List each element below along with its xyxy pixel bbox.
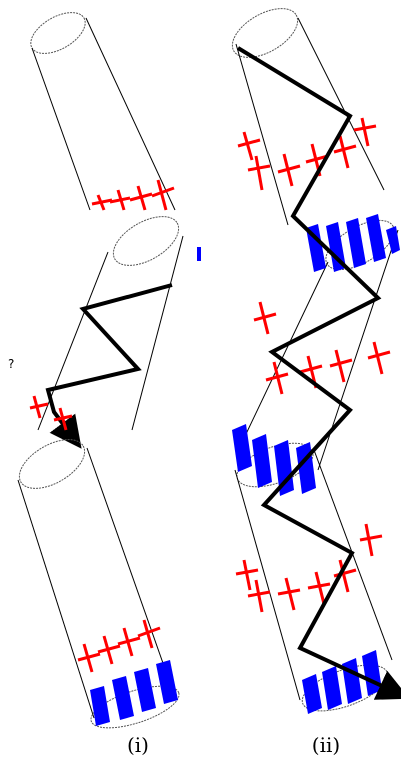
cylinder-top-ellipse bbox=[18, 439, 86, 489]
cylinder-top-ellipse bbox=[231, 8, 299, 58]
red-cross-group bbox=[91, 179, 175, 211]
red-cross-group bbox=[235, 117, 391, 613]
red-cross-group bbox=[29, 395, 73, 431]
red-cross-group bbox=[77, 619, 161, 673]
cylinder-edge-right bbox=[85, 17, 176, 211]
cylinder-edge-right bbox=[131, 235, 184, 431]
panel-i-top bbox=[30, 12, 176, 211]
cylinder-edge bbox=[234, 469, 301, 701]
zigzag-path bbox=[236, 46, 401, 700]
panel-ii bbox=[231, 8, 401, 714]
cylinder-edge-right bbox=[86, 447, 177, 701]
cylinder-edge-left bbox=[31, 47, 91, 211]
annotation-glyph: ? bbox=[8, 357, 14, 371]
panel-i-bottom bbox=[17, 439, 180, 729]
cylinder-edge-left bbox=[17, 479, 95, 719]
caption-i: (i) bbox=[126, 733, 149, 757]
cylinder-top-ellipse bbox=[112, 216, 180, 266]
zigzag-path bbox=[45, 283, 173, 449]
blue-band-group bbox=[90, 660, 178, 726]
caption-ii: (ii) bbox=[311, 733, 341, 757]
panel-i-middle: ? bbox=[8, 216, 201, 449]
cylinder-edge bbox=[235, 43, 289, 226]
blue-band-group bbox=[232, 214, 400, 714]
cylinder-edge bbox=[297, 17, 385, 191]
cylinder-edge-left bbox=[37, 251, 109, 431]
blue-mark bbox=[197, 247, 201, 261]
cylinder-bottom-ellipse bbox=[90, 685, 180, 729]
